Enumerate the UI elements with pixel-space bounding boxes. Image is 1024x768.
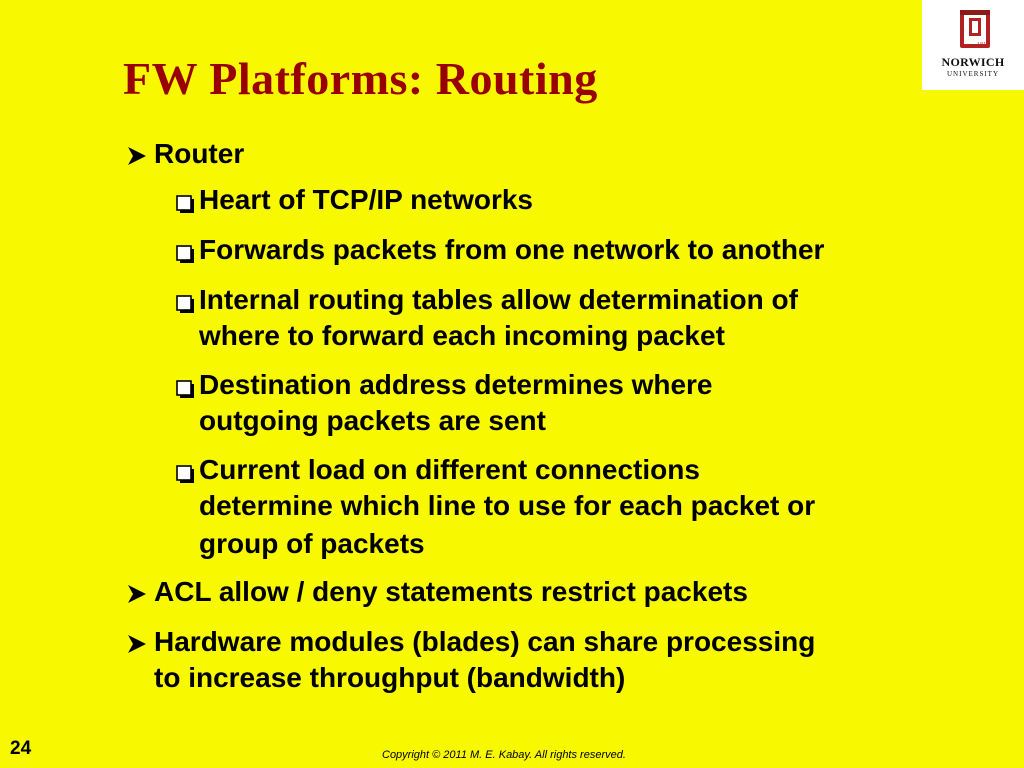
seal-icon: 1819 bbox=[960, 10, 990, 48]
bullet-text: Internal routing tables allow determinat… bbox=[199, 284, 798, 315]
arrow-bullet-icon bbox=[128, 635, 146, 653]
bullet-text: Forwards packets from one network to ano… bbox=[199, 234, 825, 265]
bullet-text: outgoing packets are sent bbox=[199, 405, 546, 436]
logo-year: 1819 bbox=[977, 42, 989, 48]
slide-title: FW Platforms: Routing bbox=[123, 53, 598, 104]
logo-subtitle: UNIVERSITY bbox=[947, 70, 999, 78]
arrow-bullet-icon bbox=[128, 147, 146, 165]
square-bullet-icon bbox=[176, 380, 194, 398]
copyright-notice: Copyright © 2011 M. E. Kabay. All rights… bbox=[382, 749, 626, 761]
bullet-text: to increase throughput (bandwidth) bbox=[154, 662, 626, 693]
square-bullet-icon bbox=[176, 195, 194, 213]
bullet-text: ACL allow / deny statements restrict pac… bbox=[154, 576, 748, 607]
square-bullet-icon bbox=[176, 465, 194, 483]
square-bullet-icon bbox=[176, 295, 194, 313]
logo-name: NORWICH bbox=[941, 55, 1005, 69]
bullet-text: group of packets bbox=[199, 528, 425, 559]
bullet-text: Hardware modules (blades) can share proc… bbox=[154, 626, 816, 657]
bullet-text: Current load on different connections bbox=[199, 454, 700, 485]
bullet-text: determine which line to use for each pac… bbox=[199, 490, 816, 521]
arrow-bullet-icon bbox=[128, 585, 146, 603]
square-bullet-icon bbox=[176, 245, 194, 263]
bullet-text: where to forward each incoming packet bbox=[199, 320, 725, 351]
bullet-text: Router bbox=[154, 138, 245, 169]
bullet-text: Destination address determines where bbox=[199, 369, 713, 400]
bullet-text: Heart of TCP/IP networks bbox=[199, 184, 534, 215]
university-logo: 1819 NORWICH UNIVERSITY bbox=[922, 0, 1024, 90]
page-number: 24 bbox=[10, 738, 32, 759]
